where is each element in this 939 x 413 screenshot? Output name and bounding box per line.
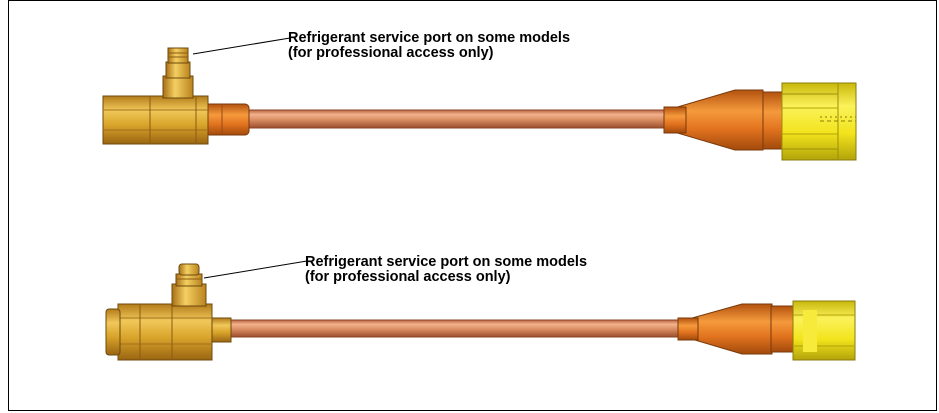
flare-reducer-1 [663,89,786,151]
service-port-2 [171,263,207,307]
callout-line-2: (for professional access only) [305,269,511,285]
brass-fitting-2 [105,303,213,361]
flare-reducer-2 [677,303,796,355]
flare-nut-1 [781,82,857,161]
service-port-callout-1: Refrigerant service port on some models … [288,31,570,61]
brass-fitting-1 [102,95,209,145]
left-copper-collar-1 [204,103,250,136]
callout-leader-2 [203,260,308,279]
service-port-1 [162,47,194,99]
line-set-assembly-1 [102,37,857,161]
flare-nut-2 [792,300,856,361]
copper-tube-2 [227,319,681,338]
service-port-callout-2: Refrigerant service port on some models … [305,255,587,285]
callout-line-2: (for professional access only) [288,45,494,61]
callout-line-1: Refrigerant service port on some models [305,254,588,270]
copper-tube-1 [247,109,667,129]
callout-line-1: Refrigerant service port on some models [288,30,571,46]
line-set-assembly-2 [105,260,856,361]
callout-leader-1 [192,37,291,55]
